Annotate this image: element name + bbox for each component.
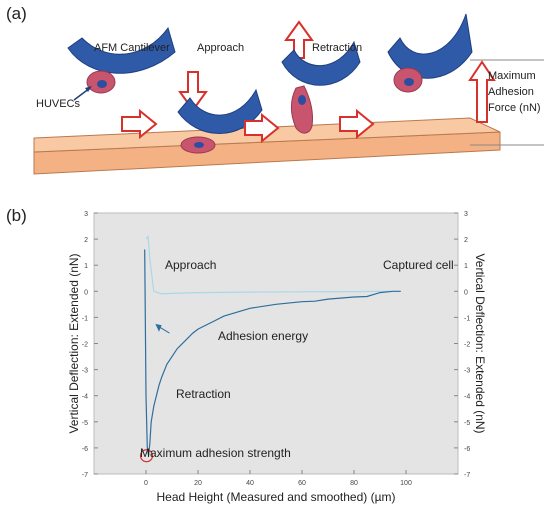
label-max-force-1: Maximum bbox=[488, 70, 536, 82]
flow-arrow-2 bbox=[244, 112, 280, 144]
cantilever-2 bbox=[177, 88, 263, 134]
y-tick-label-left: -1 bbox=[82, 315, 88, 322]
y-tick-label-left: -6 bbox=[82, 446, 88, 453]
panel-a-diagram bbox=[33, 13, 544, 175]
annotation-adhesion-energy: Adhesion energy bbox=[218, 329, 308, 343]
y-tick-label-left: -5 bbox=[82, 420, 88, 427]
panel-b-label: (b) bbox=[6, 206, 27, 225]
x-tick-label: 60 bbox=[298, 480, 306, 487]
approach-arrow bbox=[178, 71, 208, 112]
cantilever-1 bbox=[67, 26, 176, 74]
x-axis-label: Head Height (Measured and smoothed) (µm) bbox=[156, 490, 395, 504]
plot-area bbox=[93, 212, 459, 475]
x-tick-label: 80 bbox=[350, 480, 358, 487]
y-tick-label-right: -7 bbox=[464, 472, 470, 479]
cantilever-3 bbox=[281, 40, 361, 86]
y-axis-label-left: Vertical Deflection: Extended (nN) bbox=[67, 253, 81, 433]
y-tick-label-right: -3 bbox=[464, 368, 470, 375]
label-approach: Approach bbox=[197, 42, 245, 54]
x-tick-label: 40 bbox=[246, 480, 254, 487]
annotation-max-strength: Maximum adhesion strength bbox=[140, 446, 291, 460]
max-force-arrow bbox=[468, 60, 496, 123]
flow-arrow-1 bbox=[121, 108, 158, 140]
label-max-force-3: Force (nN) bbox=[488, 102, 541, 114]
y-tick-label-right: 2 bbox=[464, 237, 468, 244]
x-tick-label: 0 bbox=[144, 480, 148, 487]
nucleus-4 bbox=[404, 78, 414, 86]
y-tick-label-right: -1 bbox=[464, 315, 470, 322]
nucleus-3 bbox=[298, 95, 306, 105]
y-axis-label-right: Vertical Deflection: Extended (nN) bbox=[473, 253, 487, 433]
adhesion-energy-arrowhead bbox=[155, 323, 162, 332]
label-max-force-2: Adhesion bbox=[488, 86, 534, 98]
annotation-approach: Approach bbox=[165, 258, 216, 272]
y-tick-label-right: -2 bbox=[464, 342, 470, 349]
y-tick-label-left: 1 bbox=[84, 263, 88, 270]
annotation-retraction: Retraction bbox=[176, 387, 231, 401]
y-tick-label-left: -3 bbox=[82, 368, 88, 375]
nucleus-2 bbox=[194, 142, 204, 148]
y-tick-label-right: -4 bbox=[464, 394, 470, 401]
annotation-captured-cell: Captured cell bbox=[383, 258, 454, 272]
y-tick-label-right: -5 bbox=[464, 420, 470, 427]
label-afm-cantilever: AFM Cantilever bbox=[94, 42, 170, 54]
y-tick-label-left: 2 bbox=[84, 237, 88, 244]
y-tick-label-left: -4 bbox=[82, 394, 88, 401]
cantilever-4 bbox=[387, 13, 473, 79]
y-tick-label-left: 3 bbox=[84, 211, 88, 218]
nucleus-1 bbox=[97, 80, 107, 88]
y-tick-label-right: 0 bbox=[464, 289, 468, 296]
series-line-1 bbox=[145, 234, 394, 295]
huvec-cell-3 bbox=[291, 85, 313, 134]
flow-arrow-3 bbox=[339, 108, 375, 140]
y-tick-label-left: 0 bbox=[84, 289, 88, 296]
x-tick-label: 100 bbox=[400, 480, 412, 487]
label-retraction: Retraction bbox=[312, 42, 363, 54]
series-line-2 bbox=[144, 249, 401, 456]
y-tick-label-left: -7 bbox=[82, 472, 88, 479]
x-tick-label: 20 bbox=[194, 480, 202, 487]
retraction-arrow bbox=[284, 20, 314, 59]
y-tick-label-right: 1 bbox=[464, 263, 468, 270]
y-tick-label-right: 3 bbox=[464, 211, 468, 218]
y-tick-label-right: -6 bbox=[464, 446, 470, 453]
max-adhesion-marker bbox=[139, 449, 154, 463]
panel-a-label: (a) bbox=[6, 4, 27, 23]
y-tick-label-left: -2 bbox=[82, 342, 88, 349]
label-huvecs: HUVECs bbox=[36, 98, 81, 110]
